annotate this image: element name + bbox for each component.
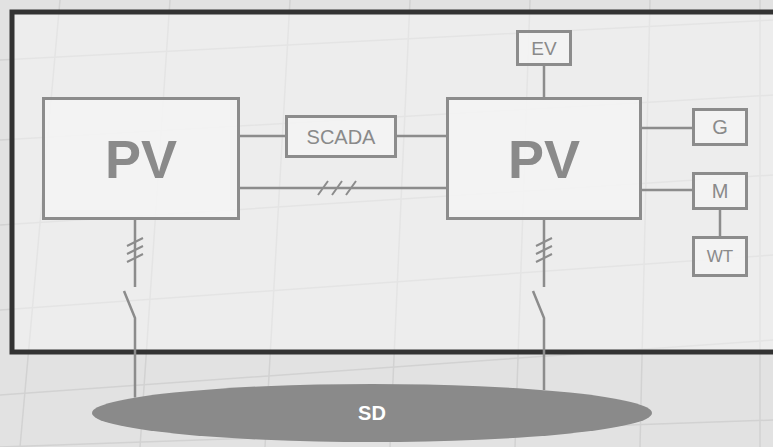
node-label: WT [707, 248, 733, 265]
scada-box: SCADA [285, 115, 397, 158]
connection-line [642, 127, 692, 130]
connection-line [543, 66, 546, 97]
connection-line [642, 189, 692, 192]
connection-line [397, 135, 446, 138]
connection-line [240, 135, 285, 138]
node-label: PV [105, 132, 177, 186]
system-boundary [12, 12, 773, 352]
node-label: SD [358, 403, 386, 423]
connection-line [719, 210, 722, 236]
node-label: SCADA [307, 127, 376, 147]
ellipse-shape [92, 384, 652, 442]
node-label: EV [531, 39, 556, 58]
sd-ellipse: SD [92, 384, 652, 442]
pv-box: PV [446, 97, 642, 220]
node-label: G [712, 117, 728, 137]
wind-turbine-box: WT [692, 236, 748, 277]
pv-box: PV [42, 97, 240, 220]
node-label: M [712, 181, 729, 201]
switched-feeder [533, 220, 544, 390]
switched-feeder [124, 220, 135, 398]
generator-box: G [692, 108, 748, 146]
node-label: PV [508, 132, 580, 186]
meter-box: M [692, 172, 748, 210]
connection-line [240, 187, 446, 190]
ev-box: EV [516, 30, 572, 66]
